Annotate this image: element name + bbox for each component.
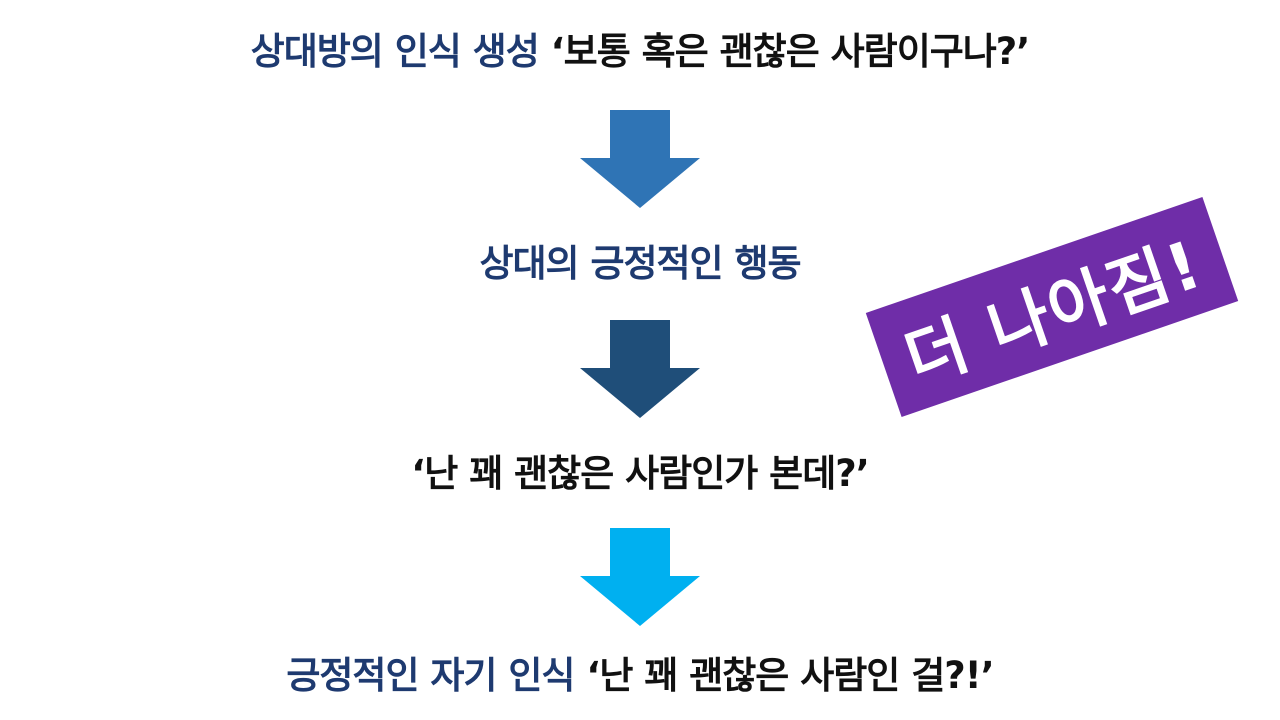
step-4-quote: ‘난 꽤 괜찮은 사람인 걸?!’ (574, 654, 994, 697)
step-2-text: 상대의 긍정적인 행동 (0, 240, 1280, 288)
step-3-quote: ‘난 꽤 괜찮은 사람인가 본데?’ (411, 452, 870, 495)
step-1-quote: ‘보통 혹은 괜찮은 사람이구나?’ (538, 30, 1031, 73)
improvement-badge: 더 나아짐! (865, 197, 1239, 417)
step-3-text: ‘난 꽤 괜찮은 사람인가 본데?’ (0, 450, 1280, 498)
step-1-label: 상대방의 인식 생성 (250, 30, 540, 73)
step-4-text: 긍정적인 자기 인식 ‘난 꽤 괜찮은 사람인 걸?!’ (0, 652, 1280, 700)
down-arrow-icon (580, 528, 700, 626)
arrow-3-shape (580, 528, 700, 626)
step-1-text: 상대방의 인식 생성 ‘보통 혹은 괜찮은 사람이구나?’ (0, 28, 1280, 76)
arrow-2-shape (580, 320, 700, 418)
step-2-label: 상대의 긍정적인 행동 (479, 242, 801, 285)
arrow-1-shape (580, 110, 700, 208)
down-arrow-icon (580, 110, 700, 208)
down-arrow-icon (580, 320, 700, 418)
step-4-label: 긍정적인 자기 인식 (286, 654, 575, 697)
